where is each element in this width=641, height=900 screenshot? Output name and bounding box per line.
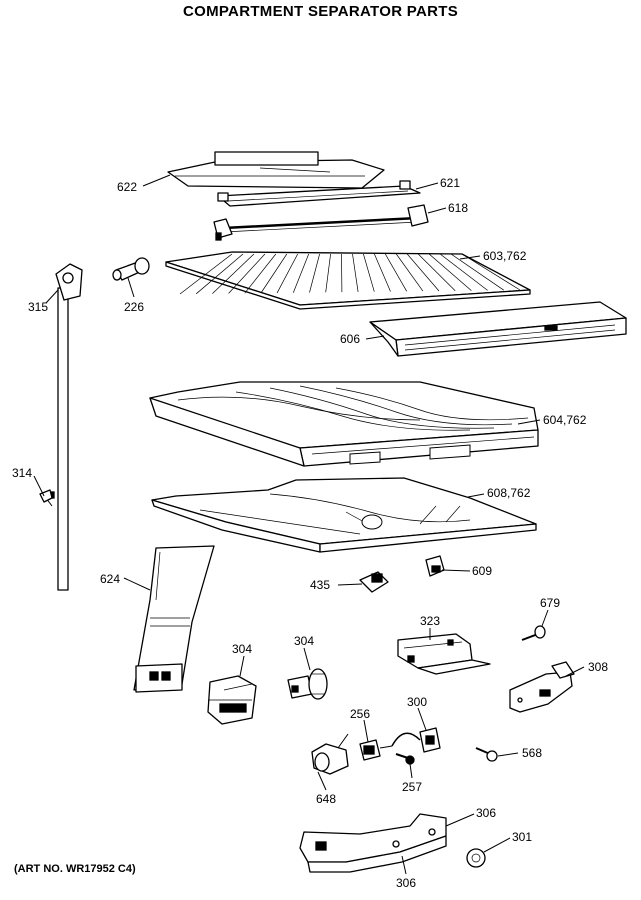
callout-608-762: 608,762 [487, 486, 531, 500]
callout-606: 606 [340, 332, 360, 346]
callout-679: 679 [540, 596, 560, 610]
callout-308: 308 [588, 660, 608, 674]
shelf-rib [406, 253, 440, 292]
shelf-rib [195, 253, 244, 295]
part-323-bracket [397, 633, 491, 675]
diagram-title: COMPARTMENT SEPARATOR PARTS [182, 3, 459, 20]
part-622-cover [167, 151, 385, 189]
shelf-rib [244, 253, 277, 294]
part-300-harness [391, 727, 441, 753]
callout-624: 624 [100, 572, 120, 586]
callout-306-upper: 306 [476, 806, 496, 820]
callout-618: 618 [448, 201, 468, 215]
callout-304-housing: 304 [232, 642, 252, 656]
shelf-rib [450, 253, 504, 291]
art-number: (ART NO. WR17952 C4) [14, 863, 136, 875]
leader-lines [33, 174, 585, 875]
part-301-cap [466, 848, 486, 868]
part-308-plate [509, 661, 575, 713]
shelf-rib [260, 253, 288, 294]
shelf-rib [428, 253, 472, 291]
shelf-rib [352, 253, 359, 292]
part-315-rod [39, 263, 83, 591]
callout-323: 323 [420, 614, 440, 628]
callout-648: 648 [316, 792, 336, 806]
callout-609: 609 [472, 564, 492, 578]
callout-306-lower: 306 [396, 876, 416, 890]
part-304-housing [207, 675, 257, 725]
callout-226: 226 [124, 300, 144, 314]
part-679-screw [521, 625, 546, 641]
callout-603-762: 603,762 [483, 249, 527, 263]
part-606-trim [369, 301, 627, 357]
part-618-shaft [213, 204, 429, 241]
callout-301: 301 [512, 830, 532, 844]
shelf-rib [325, 253, 331, 293]
shelf-rib [439, 253, 488, 291]
part-306-base [299, 813, 447, 873]
part-257-screw [395, 753, 415, 765]
callout-621: 621 [440, 176, 460, 190]
part-226-pin [112, 257, 150, 281]
shelf-rib [309, 253, 320, 293]
callout-435: 435 [310, 578, 330, 592]
shelf-rib [396, 253, 424, 292]
part-304-control [287, 668, 328, 700]
callout-256: 256 [350, 707, 370, 721]
callout-257: 257 [402, 780, 422, 794]
shelf-rib [276, 253, 299, 294]
part-609-clip [425, 555, 445, 577]
callout-568: 568 [522, 746, 542, 760]
shelf-rib [363, 253, 375, 292]
shelf-rib [228, 253, 266, 294]
callout-300: 300 [407, 695, 427, 709]
callout-314: 314 [12, 466, 32, 480]
shelf-rib [374, 253, 391, 292]
callout-315: 315 [28, 300, 48, 314]
part-624-duct [133, 545, 215, 693]
shelf-rib [292, 253, 310, 293]
part-568-screw [475, 747, 498, 762]
shelf-rib [212, 253, 255, 294]
callout-622: 622 [117, 180, 137, 194]
shelf-rib [179, 253, 233, 295]
part-648-motor [311, 733, 349, 775]
shelf-rib [461, 253, 521, 291]
part-256-switch [359, 739, 393, 761]
callout-604-762: 604,762 [543, 413, 587, 427]
part-621-rail [217, 180, 421, 207]
part-608-tray [151, 477, 537, 553]
part-603-shelf [165, 251, 531, 310]
part-435-knob [359, 571, 389, 593]
callout-304-control: 304 [294, 634, 314, 648]
part-604-tray [149, 381, 539, 467]
shelf-rib [417, 253, 456, 292]
callout-labels: 622 621 618 603,762 315 226 606 604,762 … [12, 176, 608, 890]
shelf-rib [384, 253, 408, 292]
